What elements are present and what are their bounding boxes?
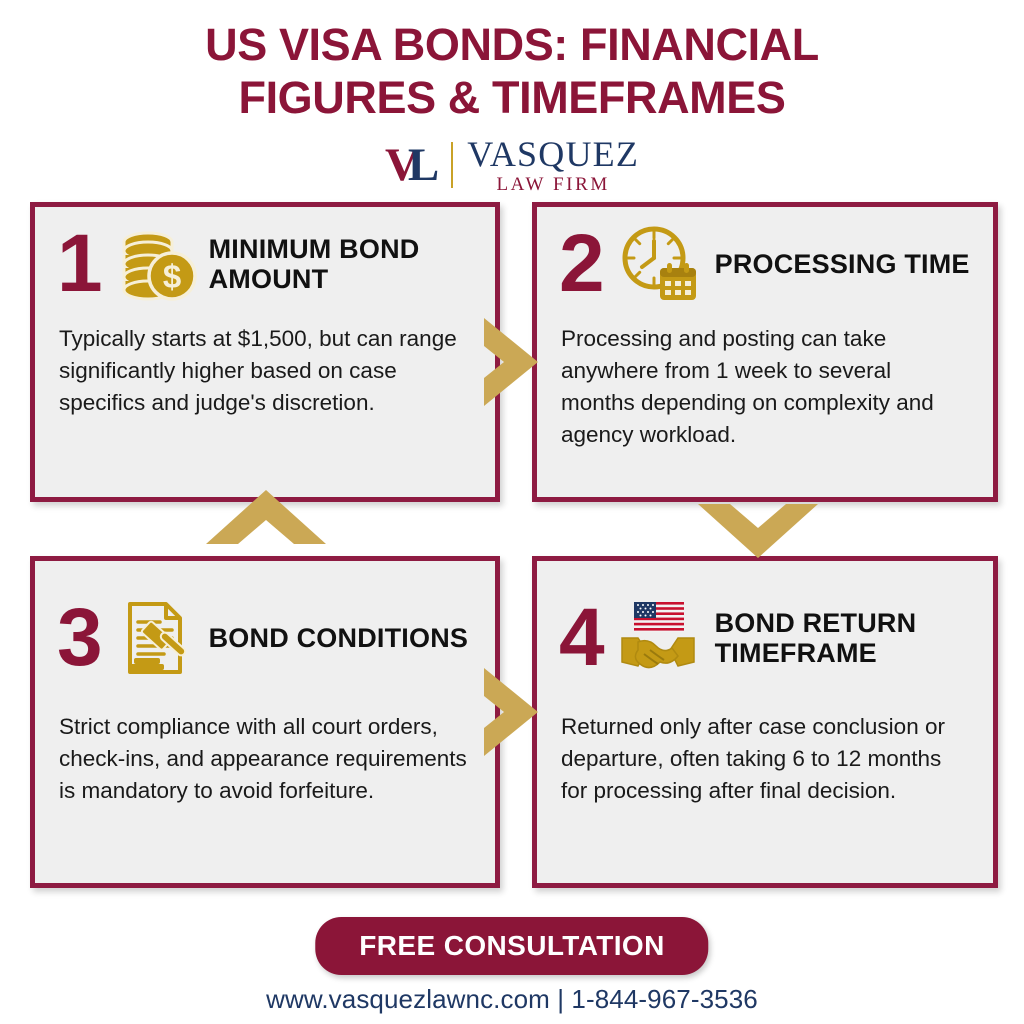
card-3-body: Strict compliance with all court orders,… (59, 714, 467, 803)
logo-divider (451, 142, 454, 188)
document-gavel-icon (113, 595, 199, 681)
card-1-number: 1 (57, 218, 103, 310)
card-4-title: BOND RETURN TIMEFRAME (714, 607, 917, 668)
svg-text:$: $ (162, 258, 180, 295)
card-3-header: 3 BOND CONDITIONS (35, 561, 495, 681)
page-title: US VISA BONDS: FINANCIAL FIGURES & TIMEF… (0, 18, 1024, 124)
chevron-down-right-icon (692, 498, 824, 569)
card-minimum-bond-amount: 1 $ MINIMUM BOND AMOUNT Typically (30, 202, 500, 502)
card-1-body: Typically starts at $1,500, but can rang… (59, 326, 457, 415)
card-2-body: Processing and posting can take anywhere… (561, 326, 934, 447)
free-consultation-button[interactable]: FREE CONSULTATION (315, 917, 709, 975)
chevron-up-left-icon (200, 484, 332, 555)
card-4-body: Returned only after case conclusion or d… (561, 714, 945, 803)
page-title-line-2: FIGURES & TIMEFRAMES (238, 72, 786, 124)
page-title-line-1: US VISA BONDS: FINANCIAL (205, 19, 819, 70)
card-2-title: PROCESSING TIME (714, 248, 970, 279)
logo-monogram-v: V (384, 138, 419, 191)
chevron-right-top-icon (476, 312, 554, 417)
card-2-number: 2 (559, 218, 605, 310)
card-3-number: 3 (57, 592, 103, 684)
card-4-number: 4 (559, 592, 605, 684)
brand-logo: VL VASQUEZ LAW FIRM (0, 136, 1024, 194)
logo-monogram: VL (384, 138, 443, 191)
logo-firm-subtitle: LAW FIRM (496, 174, 610, 195)
card-1-header: 1 $ MINIMUM BOND AMOUNT (35, 207, 495, 307)
contact-info[interactable]: www.vasquezlawnc.com | 1-844-967-3536 (266, 984, 758, 1014)
card-processing-time: 2 (532, 202, 998, 502)
chevron-right-bottom-icon (476, 662, 554, 767)
card-4-header: 4 (537, 561, 993, 681)
card-2-header: 2 (537, 207, 993, 307)
flag-handshake-icon (615, 595, 701, 681)
clock-calendar-icon (615, 221, 701, 307)
coin-stack-dollar-icon: $ (113, 221, 199, 307)
logo-wordmark: VASQUEZ LAW FIRM (467, 136, 639, 194)
card-bond-return-timeframe: 4 (532, 556, 998, 888)
logo-monogram-l: L (407, 138, 439, 191)
card-bond-conditions: 3 BOND CONDITIONS (30, 556, 500, 888)
card-1-title: MINIMUM BOND AMOUNT (208, 233, 420, 294)
logo-firm-name: VASQUEZ (467, 134, 640, 174)
card-3-title: BOND CONDITIONS (208, 622, 469, 653)
